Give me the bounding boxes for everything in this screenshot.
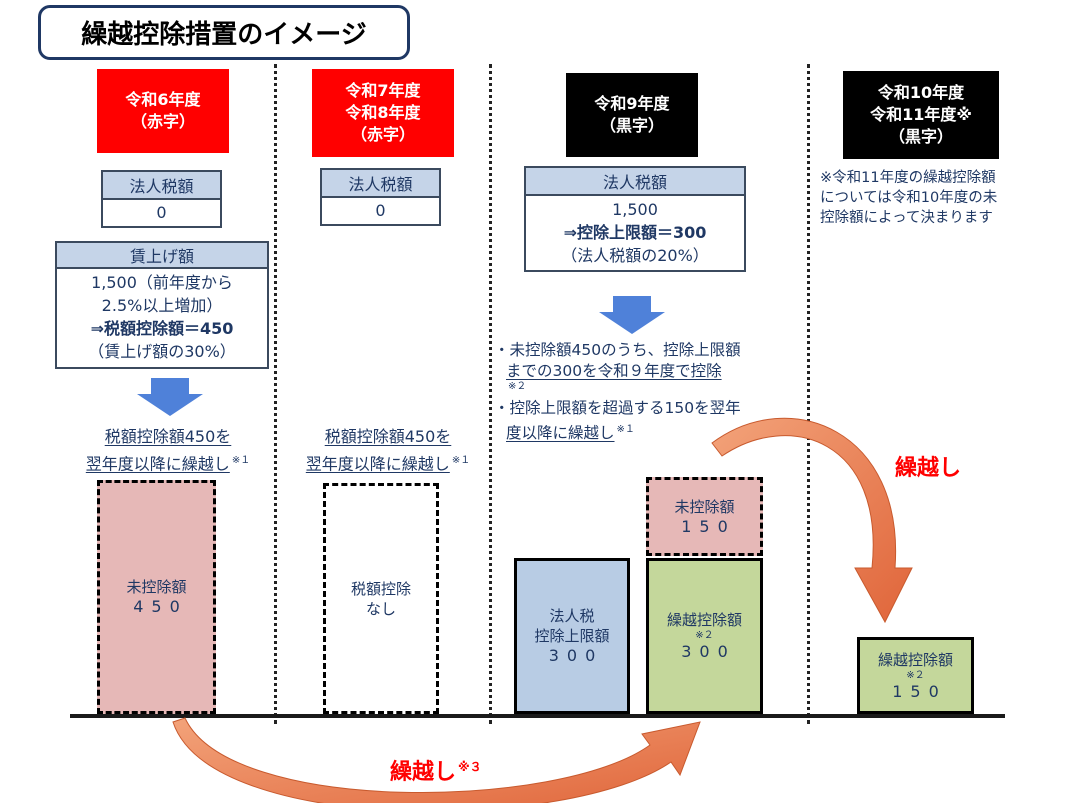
bar-label: 控除上限額 (534, 627, 610, 645)
page-title: 繰越控除措置のイメージ (38, 5, 410, 60)
down-arrow-icon (137, 378, 203, 416)
tax-amount-header: 法人税額 (320, 168, 441, 198)
carryover-deduction-bar-300: 繰越控除額 ※２ 300 (646, 558, 763, 714)
footnote-mark: ※１ (616, 424, 635, 435)
tax-amount-value: 0 (101, 200, 222, 228)
bar-value: 300 (681, 642, 736, 661)
bullet-line: ・控除上限額を超過する150を翌年 (494, 399, 741, 417)
deduction-cap-bar-300: 法人税 控除上限額 300 (514, 558, 630, 714)
arrow-label: 繰越し (390, 760, 457, 785)
deduction-bullets: ・未控除額450のうち、控除上限額 までの300を令和９年度で控除 ※２ ・控除… (494, 340, 806, 444)
footnote-mark: ※１ (451, 455, 471, 466)
tax-amount-detail: 1,500 ⇒控除上限額＝300 （法人税額の20%） (524, 196, 746, 272)
footnote-mark: ※１ (231, 455, 251, 466)
note-line: 税額控除額450を (324, 427, 452, 446)
no-deduction-bar: 税額控除 なし (323, 483, 439, 714)
year-label: 令和7年度 (345, 81, 421, 100)
column-divider (807, 64, 810, 724)
bar-value: 300 (548, 646, 604, 665)
note-line: 税額控除額450を (104, 427, 232, 446)
wage-line: 1,500（前年度から (91, 273, 233, 292)
tax-amount-value: 0 (320, 198, 441, 226)
year-label: 令和6年度 (125, 90, 201, 109)
year-header-r10-r11: 令和10年度 令和11年度※ （黒字） (843, 71, 999, 159)
year-header-r6: 令和6年度 （赤字） (97, 69, 229, 153)
bar-value: 150 (892, 681, 947, 701)
carryover-note: 税額控除額450を 翌年度以降に繰越し※１ (62, 425, 274, 476)
bar-label: 未控除額 (126, 578, 187, 596)
tax-amount-header: 法人税額 (524, 166, 746, 196)
curved-arrow-icon (711, 417, 913, 624)
bar-label: 税額控除 (350, 579, 411, 598)
year-status: （赤字） (130, 112, 195, 131)
year-label: 令和10年度 (877, 83, 965, 102)
note-line: については令和10年度の未 (820, 190, 998, 206)
bullet-line: ・未控除額450のうち、控除上限額 (494, 341, 741, 359)
bullet-line: 度以降に繰越し (506, 424, 615, 443)
year-status: （黒字） (888, 127, 953, 146)
bar-label: 未控除額 (674, 497, 735, 516)
baseline (70, 714, 1005, 718)
note-line: 控除額によって決まります (820, 210, 993, 226)
carryover-label-bottom: 繰越し※３ (390, 754, 482, 786)
curved-arrow-icon (172, 717, 701, 803)
wage-increase-detail: 1,500（前年度から 2.5%以上増加） ⇒税額控除額＝450 （賃上げ額の3… (55, 269, 269, 369)
tax-line: 1,500 (612, 200, 658, 219)
wage-line: 2.5%以上増加） (101, 296, 223, 315)
tax-amount-header: 法人税額 (101, 170, 222, 200)
year-header-r9: 令和9年度 （黒字） (566, 73, 698, 157)
carryover-label-right: 繰越し (895, 456, 962, 481)
carryover-deduction-bar-150: 繰越控除額 ※２ 150 (857, 637, 974, 714)
wage-line: （賃上げ額の30%） (88, 342, 236, 361)
bar-label: 法人税 (549, 607, 595, 625)
footnote-mark: ※２ (695, 630, 714, 641)
year-label: 令和9年度 (594, 94, 670, 113)
bar-value: 150 (681, 516, 736, 536)
note-line: 翌年度以降に繰越し (85, 454, 230, 474)
undeducted-bar-450: 未控除額 450 (97, 480, 216, 714)
year-label: 令和8年度 (345, 103, 421, 122)
carryover-note: 税額控除額450を 翌年度以降に繰越し※１ (282, 425, 494, 476)
wage-increase-header: 賃上げ額 (55, 241, 269, 269)
column-divider (489, 64, 492, 724)
tax-line: （法人税額の20%） (561, 246, 709, 265)
bar-label: 繰越控除額 (877, 650, 953, 669)
bullet-line: までの300を令和９年度で控除 (506, 362, 722, 380)
footnote-mark: ※２ (906, 669, 925, 681)
bar-label: なし (365, 599, 396, 618)
year-label: 令和11年度※ (870, 105, 972, 124)
bar-value: 450 (133, 597, 188, 616)
undeducted-bar-150: 未控除額 150 (646, 477, 763, 556)
year11-note: ※令和11年度の繰越控除額 については令和10年度の未 控除額によって決まります (820, 168, 1060, 228)
year-status: （黒字） (599, 116, 664, 135)
footnote-mark: ※２ (508, 381, 527, 392)
down-arrow-icon (599, 296, 665, 334)
wage-credit-line: ⇒税額控除額＝450 (90, 319, 234, 338)
year-status: （赤字） (350, 125, 415, 144)
footnote-mark: ※３ (458, 759, 482, 774)
deduction-cap-line: ⇒控除上限額＝300 (563, 223, 707, 242)
year-header-r7-r8: 令和7年度 令和8年度 （赤字） (312, 69, 454, 157)
note-line: 翌年度以降に繰越し (305, 454, 450, 474)
bar-label: 繰越控除額 (666, 611, 742, 629)
column-divider (274, 64, 277, 724)
note-line: ※令和11年度の繰越控除額 (820, 170, 996, 186)
